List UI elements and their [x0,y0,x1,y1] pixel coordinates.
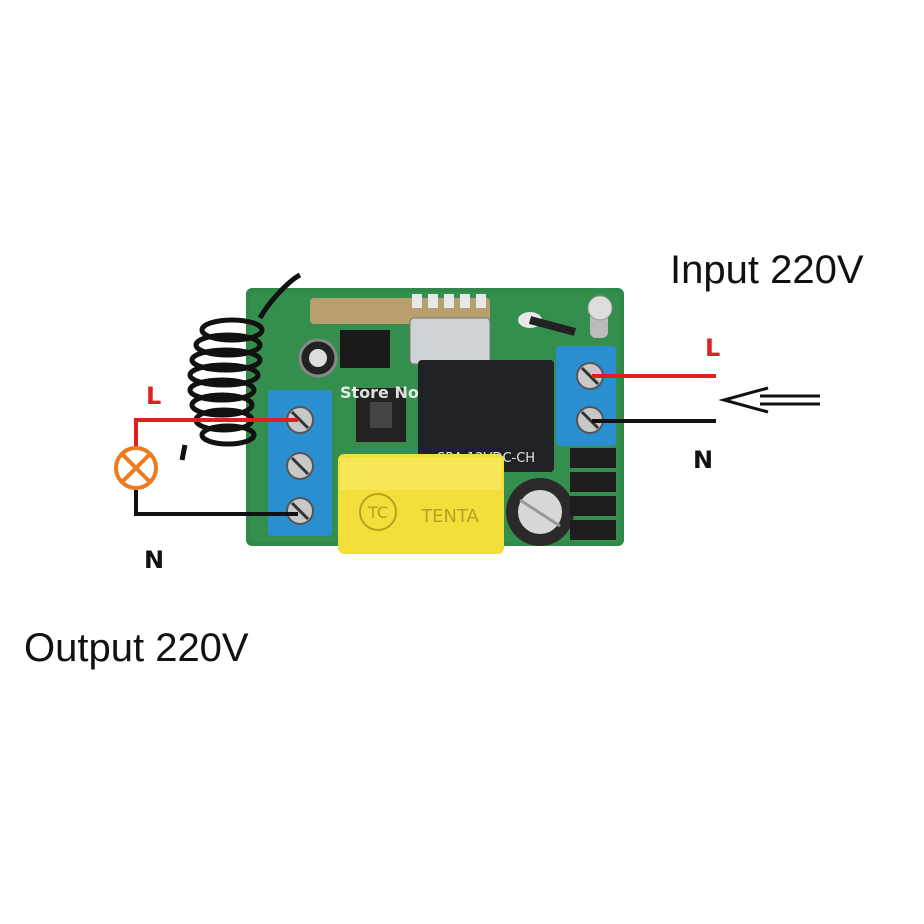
capacitor-text: TENTA [420,506,479,527]
output-live-letter: L [146,382,162,410]
input-live-letter: L [705,334,721,362]
input-arrow [718,386,820,414]
output-live-wire [134,418,298,450]
output-neutral-wire [134,490,298,516]
pin-header [412,294,486,308]
jumper-block [570,448,616,540]
watermark: Store No [340,383,419,402]
input-label: Input 220V [670,248,864,292]
input-neutral-letter: N [693,446,714,474]
antenna-coil [179,272,302,461]
output-label: Output 220V [24,626,249,670]
output-neutral-letter: N [144,546,165,574]
lamp-icon [114,446,158,490]
ic-chip [340,330,390,368]
capacitor-logo: TC [367,503,388,522]
relay [418,360,554,472]
